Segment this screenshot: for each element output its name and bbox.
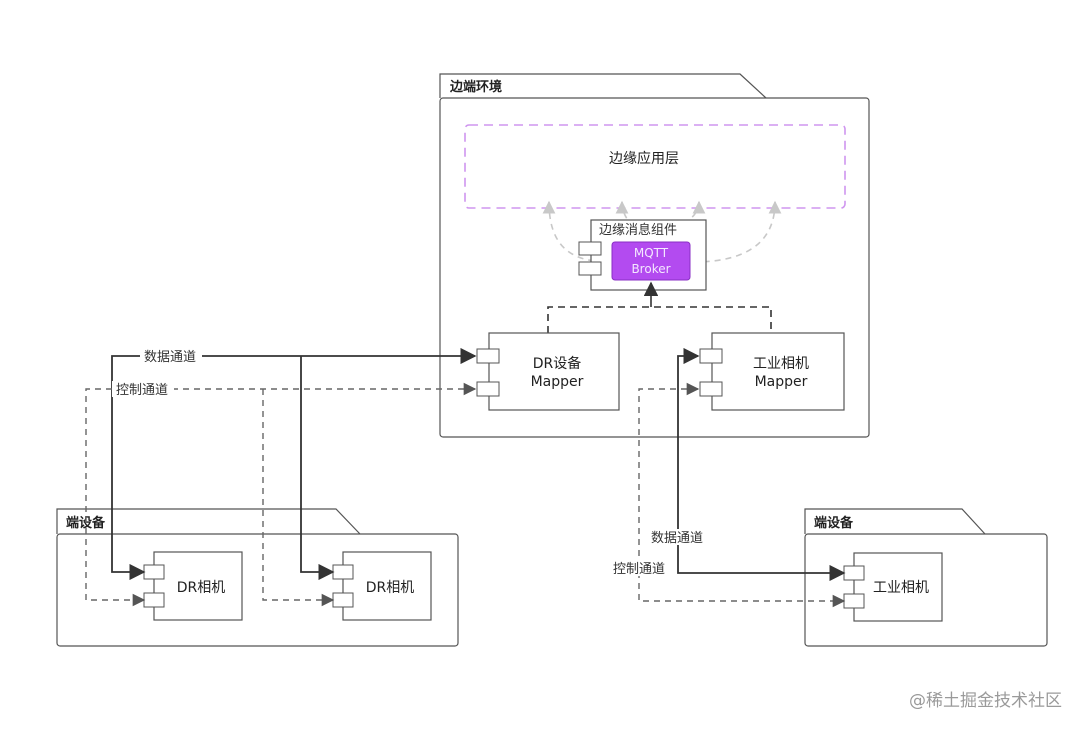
right-control-channel <box>638 382 846 608</box>
ind-camera-label: 工业相机 <box>873 580 929 596</box>
right-control-label-bg <box>610 560 672 576</box>
left-control-channel <box>85 382 477 607</box>
dr-mapper-frame <box>488 332 620 411</box>
edge-app-layer: 边缘应用层 <box>464 124 846 209</box>
dr-mapper-port-control <box>476 381 500 397</box>
mapper-bus <box>547 306 772 333</box>
ind-mapper-port-control <box>699 381 723 397</box>
edge-msg-port-2 <box>578 261 602 276</box>
data-channel-camera1 <box>111 347 477 581</box>
dr-mapper-port-data <box>476 348 500 364</box>
industrial-camera-mapper: 工业相机 Mapper <box>699 332 845 411</box>
dr-camera-1-label: DR相机 <box>177 580 226 596</box>
dr-camera-2-port-data <box>332 564 354 580</box>
right-data-label: 数据通道 <box>651 531 703 546</box>
left-control-label: 控制通道 <box>116 383 168 398</box>
ind-camera-port-data <box>843 565 865 581</box>
ind-mapper-line1: 工业相机 <box>753 356 809 372</box>
ind-camera-port-control <box>843 593 865 609</box>
edge-msg-port-1 <box>578 241 602 256</box>
dr-mapper-line1: DR设备 <box>533 355 582 372</box>
edge-environment-package: 边端环境 <box>439 73 870 438</box>
device-right-title: 端设备 <box>814 515 854 531</box>
edge-msg-title: 边缘消息组件 <box>599 222 677 238</box>
dr-device-mapper: DR设备 Mapper <box>476 332 620 411</box>
app-link-4 <box>691 200 782 269</box>
ind-camera-frame <box>853 552 943 622</box>
edge-app-layer-frame <box>464 124 846 209</box>
mapper-broker-link <box>547 281 772 333</box>
edge-app-layer-label: 边缘应用层 <box>609 150 679 167</box>
control-channel-ind-camera <box>638 382 846 608</box>
ind-mapper-line2: Mapper <box>755 374 808 390</box>
mqtt-broker-line1: MQTT <box>634 246 669 260</box>
dr-camera-1-port-control <box>143 592 165 608</box>
left-data-label: 数据通道 <box>144 350 196 365</box>
ind-mapper-port-data <box>699 348 723 364</box>
dr-mapper-line2: Mapper <box>531 374 584 390</box>
mqtt-broker <box>611 241 691 281</box>
device-package-right: 端设备 工业相机 <box>804 508 1048 647</box>
control-channel-camera1 <box>85 382 477 607</box>
mqtt-broker-line2: Broker <box>631 262 670 276</box>
right-control-label: 控制通道 <box>613 562 665 577</box>
left-control-label-bg <box>112 381 174 397</box>
left-data-label-bg <box>140 348 202 364</box>
dr-camera-2-port-control <box>332 592 354 608</box>
right-data-label-bg <box>648 529 710 545</box>
edge-env-frame <box>439 97 870 438</box>
edge-env-tab <box>439 73 767 99</box>
edge-message-component: 边缘消息组件 MQTT Broker <box>578 219 707 291</box>
dr-camera-2-label: DR相机 <box>366 580 415 596</box>
edge-env-title: 边端环境 <box>449 79 502 95</box>
watermark: @稀土掘金技术社区 <box>909 691 1062 711</box>
dr-camera-1-port-data <box>143 564 165 580</box>
device-package-left: 端设备 DR相机 DR相机 <box>56 508 459 647</box>
control-channel-camera2 <box>262 389 335 607</box>
